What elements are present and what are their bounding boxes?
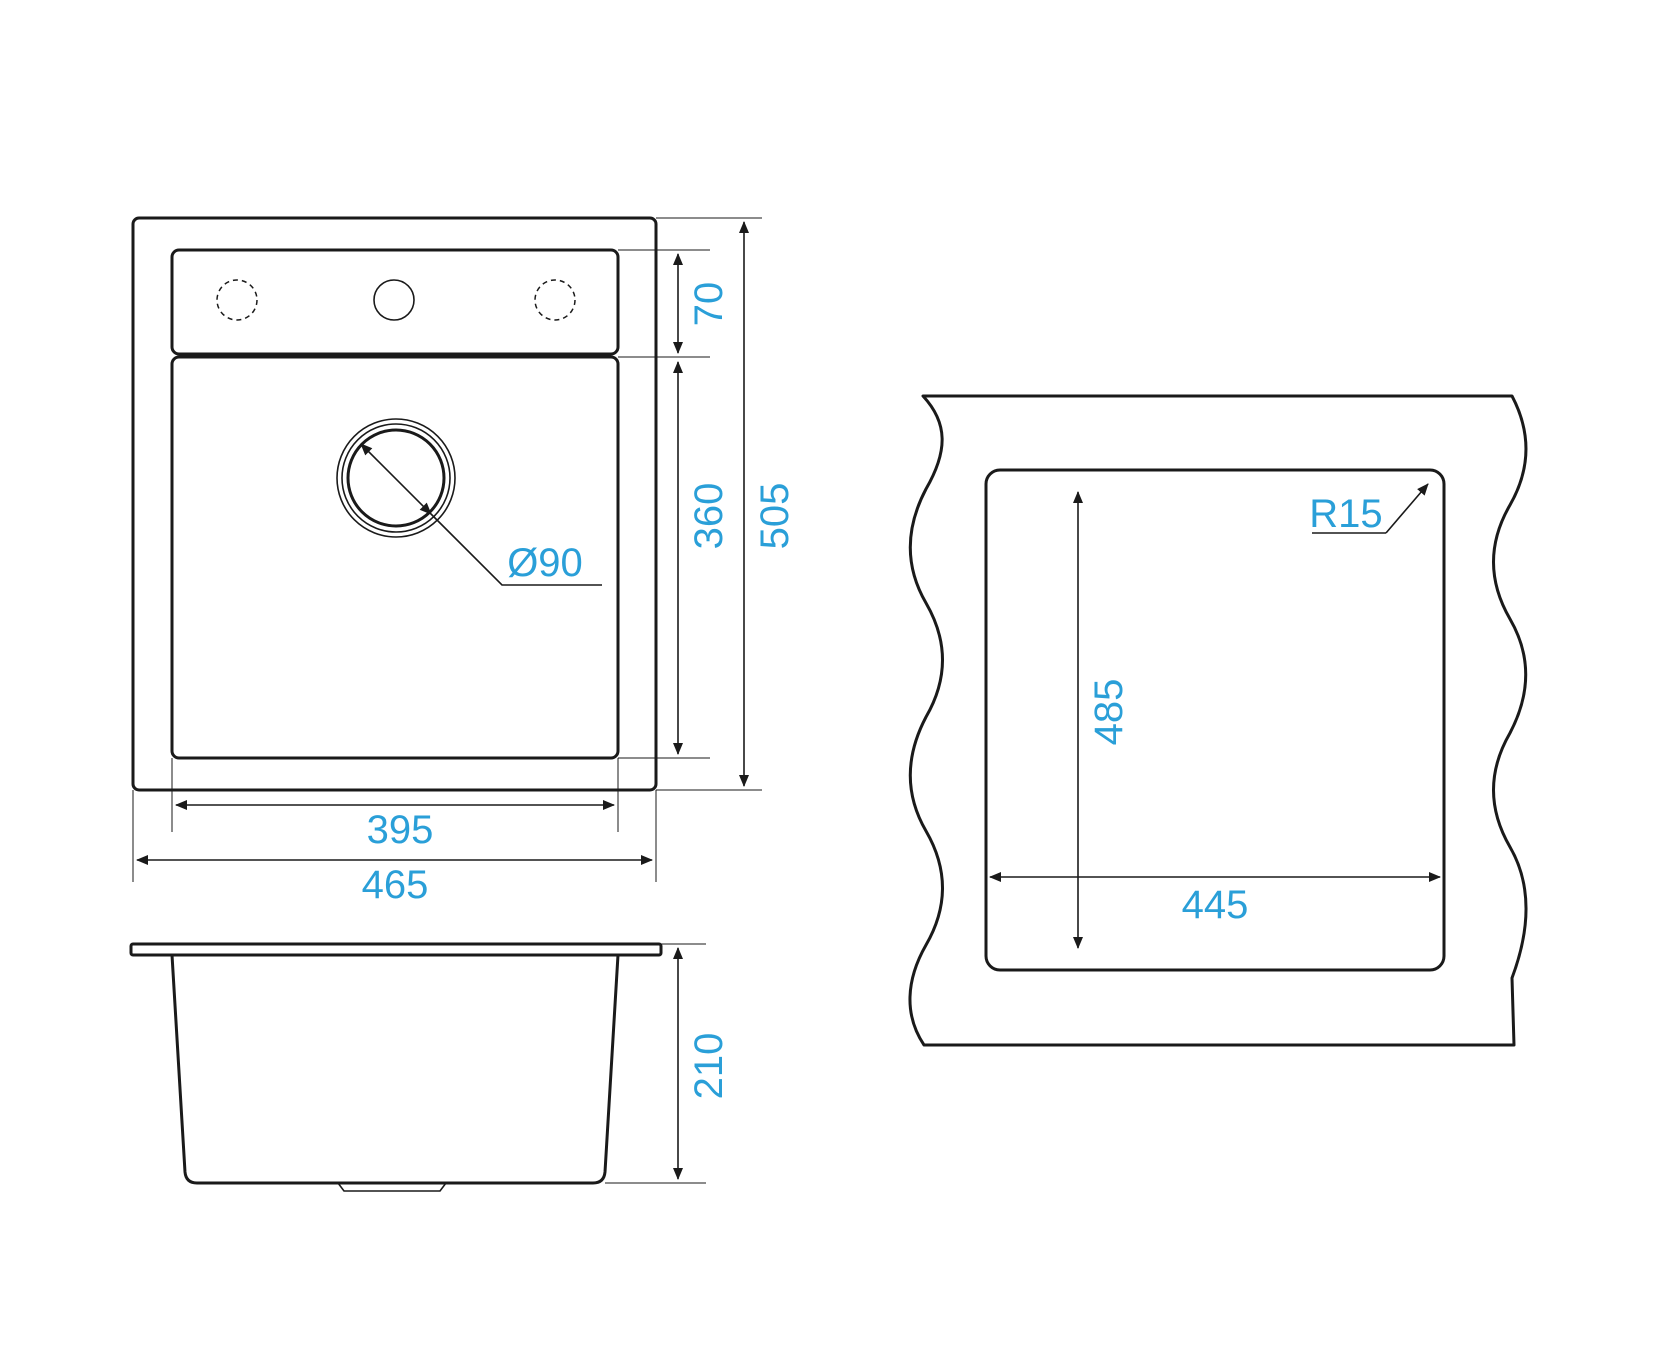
cutout-width-label: 445 — [1182, 883, 1249, 927]
side-bowl-profile — [170, 954, 620, 1185]
sink-outer-rim — [131, 216, 658, 792]
corner-radius-label: R15 — [1309, 492, 1382, 536]
side-drain-stub — [337, 1182, 447, 1192]
countertop-outline — [908, 394, 1528, 1047]
cutout — [984, 468, 1446, 972]
overall-depth-label: 505 — [753, 483, 797, 550]
side-rim — [129, 942, 663, 957]
deck-depth-label: 70 — [687, 282, 731, 327]
bowl-depth-label: 360 — [687, 483, 731, 550]
bowl — [170, 355, 620, 760]
side-view: 210 — [129, 942, 731, 1192]
tap-hole-left — [216, 279, 258, 321]
overall-width-label: 465 — [362, 863, 429, 907]
corner-radius-leader — [1385, 483, 1429, 534]
top-view: Ø90 70 360 505 395 465 — [131, 216, 797, 907]
bowl-width-label: 395 — [367, 808, 434, 852]
drain-diameter-label: Ø90 — [507, 541, 583, 585]
drain — [336, 418, 456, 538]
height-label: 210 — [687, 1033, 731, 1100]
drain-diameter-line — [360, 443, 432, 515]
cutout-view: R15 485 445 — [908, 394, 1528, 1047]
cutout-depth-label: 485 — [1087, 679, 1131, 746]
tap-hole-right — [534, 279, 576, 321]
tap-deck — [170, 248, 620, 356]
tap-hole-center — [373, 279, 415, 321]
